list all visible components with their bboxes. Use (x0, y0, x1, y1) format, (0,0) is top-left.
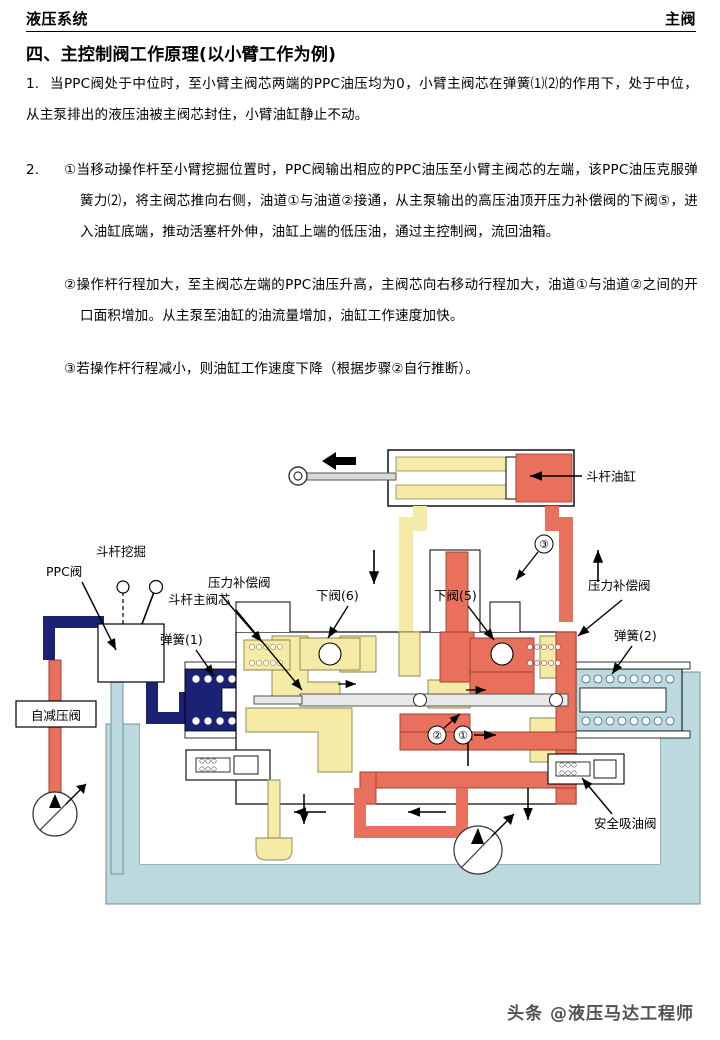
tank-drain-yellow (255, 779, 309, 861)
paragraph-1-marker: 1. (26, 76, 40, 92)
self-reducing-valve-box: 自减压阀 (15, 700, 97, 728)
high-pressure-line-red (545, 506, 604, 622)
label-circle-3: ③ (539, 538, 549, 551)
callout-arm-main-spool: 斗杆主阀芯 (168, 592, 303, 691)
callout-pressure-comp-valve-right: 压力补偿阀 (577, 578, 651, 637)
pump-symbol-main (453, 813, 515, 875)
callout-ppc-valve: PPC阀 (46, 564, 117, 651)
spring-2-chamber (564, 661, 691, 739)
paragraph-2-sub3: ③若操作杆行程减小，则油缸工作速度下降（根据步骤②自行推断）。 (64, 361, 480, 377)
label-spring-1: 弹簧(1) (160, 632, 203, 647)
ppc-valve-block (97, 579, 165, 683)
callout-circle-2: ② (427, 713, 461, 745)
callout-arm-cylinder: 斗杆油缸 (530, 469, 636, 484)
paragraph-spacer-2 (26, 332, 698, 354)
label-lower-valve-5: 下阀(5) (434, 588, 477, 603)
main-spool (253, 692, 569, 708)
label-pressure-comp-valve-right: 压力补偿阀 (588, 578, 651, 593)
paragraph-1: 1. 当PPC阀处于中位时，至小臂主阀芯两端的PPC油压均为0，小臂主阀芯在弹簧… (26, 69, 698, 131)
paragraph-2: 2. ①当移动操作杆至小臂挖掘位置时，PPC阀输出相应的PPC油压至小臂主阀芯的… (26, 155, 698, 385)
callout-spring-1: 弹簧(1) (160, 632, 215, 677)
callout-lower-valve-5: 下阀(5) (434, 588, 495, 641)
paragraph-2-sub1: ①当移动操作杆至小臂挖掘位置时，PPC阀输出相应的PPC油压至小臂主阀芯的左端，… (64, 162, 698, 240)
arm-cylinder (288, 449, 575, 507)
callout-circle-3: ③ (515, 534, 554, 581)
label-spring-2: 弹簧(2) (614, 628, 657, 643)
label-arm-dig: 斗杆挖掘 (96, 544, 146, 559)
pump-feed-line-red (354, 788, 468, 838)
callout-lower-valve-6: 下阀(6) (316, 588, 359, 639)
hydraulic-schematic-diagram: 自减压阀 (0, 432, 720, 924)
label-circle-1: ① (458, 729, 468, 742)
label-arm-main-spool: 斗杆主阀芯 (168, 592, 231, 607)
paragraph-1-text: 当PPC阀处于中位时，至小臂主阀芯两端的PPC油压均为0，小臂主阀芯在弹簧⑴⑵的… (26, 76, 698, 123)
label-self-reducing-valve: 自减压阀 (31, 708, 81, 723)
watermark-text: 头条 @液压马达工程师 (507, 1004, 694, 1024)
paragraph-2-marker: 2. (26, 162, 40, 178)
safety-suction-valve (547, 753, 625, 785)
label-safety-suction-valve: 安全吸油阀 (594, 816, 657, 831)
callout-safety-suction-valve: 安全吸油阀 (581, 777, 657, 831)
low-pressure-line-yellow (368, 506, 427, 632)
section-title: 四、主控制阀工作原理(以小臂工作为例) (26, 45, 337, 65)
header-left-title: 液压系统 (26, 10, 89, 28)
callout-arm-dig: 斗杆挖掘 (96, 544, 146, 559)
reducing-valve-supply-line (48, 659, 62, 813)
label-lower-valve-6: 下阀(6) (316, 588, 359, 603)
left-suction-valve (185, 749, 271, 781)
ppc-supply-line-navy (43, 616, 104, 660)
callout-spring-2: 弹簧(2) (611, 628, 657, 675)
running-header: 液压系统 主阀 (26, 8, 696, 34)
header-right-title: 主阀 (664, 10, 696, 28)
header-rule (26, 31, 696, 32)
paragraph-spacer-1 (26, 248, 698, 270)
label-pressure-comp-valve-left: 压力补偿阀 (208, 575, 271, 590)
label-circle-2: ② (432, 729, 442, 742)
label-ppc-valve: PPC阀 (46, 564, 82, 579)
label-arm-cylinder: 斗杆油缸 (586, 469, 636, 484)
callout-circle-1: ① (453, 725, 496, 745)
paragraph-2-sub2: ②操作杆行程加大，至主阀芯左端的PPC油压升高，主阀芯向右移动行程加大，油道①与… (64, 277, 698, 324)
pump-symbol-left (32, 783, 87, 837)
